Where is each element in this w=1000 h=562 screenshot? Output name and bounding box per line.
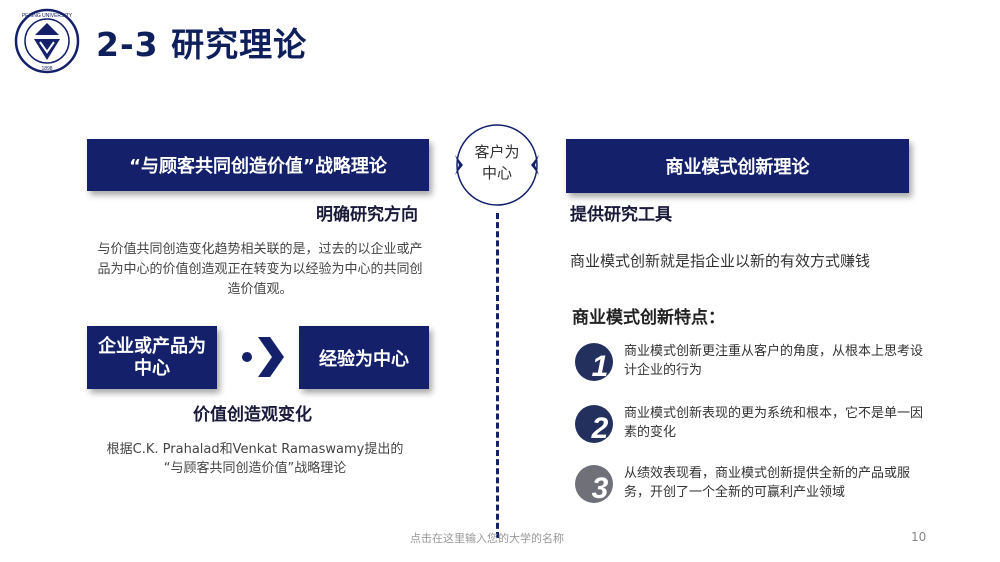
source-line2: “与顾客共同创造价值”战略理论: [163, 461, 347, 476]
center-line2: 中心: [481, 164, 512, 182]
customer-center-circle: [455, 124, 539, 206]
peking-university-logo: PEKING UNIVERSITY 1898: [14, 8, 80, 74]
customer-center-label: 客户为 中心: [453, 142, 541, 184]
enterprise-box-line1: 企业或产品为: [98, 335, 206, 357]
enterprise-box-line2: 中心: [134, 357, 170, 379]
co-creation-theory-banner: “与顾客共同创造价值”战略理论: [87, 139, 429, 191]
number-1-badge-icon: 1: [575, 343, 613, 383]
number-2-badge-icon: 2: [575, 405, 613, 445]
logo-text: PEKING UNIVERSITY: [22, 13, 73, 19]
business-model-theory-banner: 商业模式创新理论: [566, 139, 909, 193]
feature-1-text: 商业模式创新更注重从客户的角度，从根本上思考设计企业的行为: [624, 344, 924, 378]
feature-2-number: 2: [591, 412, 609, 445]
features-title: 商业模式创新特点：: [572, 308, 725, 328]
feature-1-number: 1: [592, 350, 609, 383]
center-line1: 客户为: [474, 143, 520, 161]
source-line1: 根据C.K. Prahalad和Venkat Ramaswamy提出的: [106, 442, 404, 457]
feature-2-text: 商业模式创新表现的更为系统和根本，它不是单一因素的变化: [624, 406, 924, 440]
feature-item: 1 商业模式创新更注重从客户的角度，从根本上思考设计企业的行为: [574, 340, 934, 384]
business-model-definition: 商业模式创新就是指企业以新的有效方式赚钱: [570, 252, 871, 270]
center-divider: [496, 213, 499, 538]
page-title: 2-3 研究理论: [96, 25, 308, 64]
feature-3-text: 从绩效表现看，商业模式创新提供全新的产品或服务，开创了一个全新的可赢利产业领域: [624, 466, 911, 500]
value-view-change-label: 价值创造观变化: [193, 405, 312, 425]
feature-item: 2 商业模式创新表现的更为系统和根本，它不是单一因素的变化: [574, 402, 934, 446]
number-3-badge-icon: 3: [575, 465, 613, 505]
footer-university-name[interactable]: 点击在这里输入您的大学的名称: [410, 532, 564, 545]
feature-3-number: 3: [592, 472, 609, 505]
chevron-right-icon: [242, 337, 284, 377]
page-number: 10: [911, 530, 927, 544]
experience-centered-box: 经验为中心: [299, 326, 429, 389]
enterprise-centered-box: 企业或产品为 中心: [87, 326, 217, 389]
feature-item: 3 从绩效表现看，商业模式创新提供全新的产品或服务，开创了一个全新的可赢利产业领…: [574, 462, 934, 506]
source-citation: 根据C.K. Prahalad和Venkat Ramaswamy提出的 “与顾客…: [84, 440, 426, 478]
logo-year: 1898: [41, 66, 52, 72]
research-tool-heading: 提供研究工具: [570, 205, 672, 225]
research-direction-heading: 明确研究方向: [316, 205, 418, 225]
co-creation-paragraph: 与价值共同创造变化趋势相关联的是，过去的以企业或产品为中心的价值创造观正在转变为…: [97, 242, 423, 297]
